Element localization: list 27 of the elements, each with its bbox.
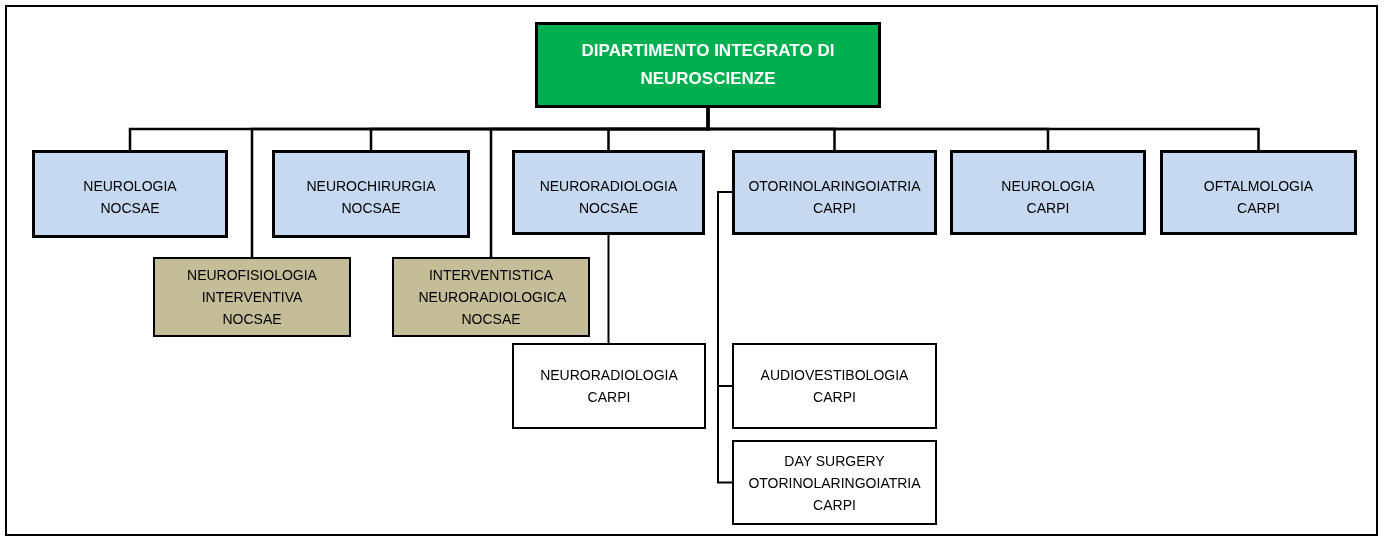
unit-name: NEURORADIOLOGIA NOCSAE: [538, 177, 679, 218]
unit-box: [950, 150, 1146, 235]
unit-name: NEUROLOGIA CARPI: [1000, 177, 1096, 218]
connector-line: [607, 234, 610, 344]
unit-name: OTORINOLARINGOIATRIA CARPI: [747, 177, 922, 218]
connector-line: [717, 191, 733, 484]
unit-name: DAY SURGERY OTORINOLARINGOIATRIA CARPI: [747, 451, 922, 515]
subunit-box: [732, 343, 937, 429]
unit-box: [1160, 150, 1357, 235]
unit-name: NEURORADIOLOGIA CARPI: [539, 366, 679, 407]
unit-name: OFTALMOLOGIA CARPI: [1202, 177, 1315, 218]
unit-name: INTERVENTISTICA NEURORADIOLOGICA NOCSAE: [418, 266, 564, 329]
department-box: [535, 22, 881, 108]
unit-name: AUDIOVESTIBOLOGIA CARPI: [759, 366, 910, 407]
program-box: [392, 257, 590, 337]
unit-name: NEUROLOGIA NOCSAE: [82, 177, 178, 218]
unit-name: DIPARTIMENTO INTEGRATO DI NEUROSCIENZE: [580, 40, 836, 90]
unit-box: [512, 150, 705, 235]
subunit-box: [512, 343, 706, 429]
unit-box: [32, 150, 228, 238]
subunit-box: [732, 440, 937, 525]
unit-name: NEUROCHIRURGIA NOCSAE: [305, 177, 437, 218]
program-box: [153, 257, 351, 337]
connector-line: [706, 108, 1260, 150]
unit-box: [732, 150, 937, 235]
unit-name: NEUROFISIOLOGIA INTERVENTIVA NOCSAE: [186, 266, 318, 329]
unit-box: [272, 150, 470, 238]
